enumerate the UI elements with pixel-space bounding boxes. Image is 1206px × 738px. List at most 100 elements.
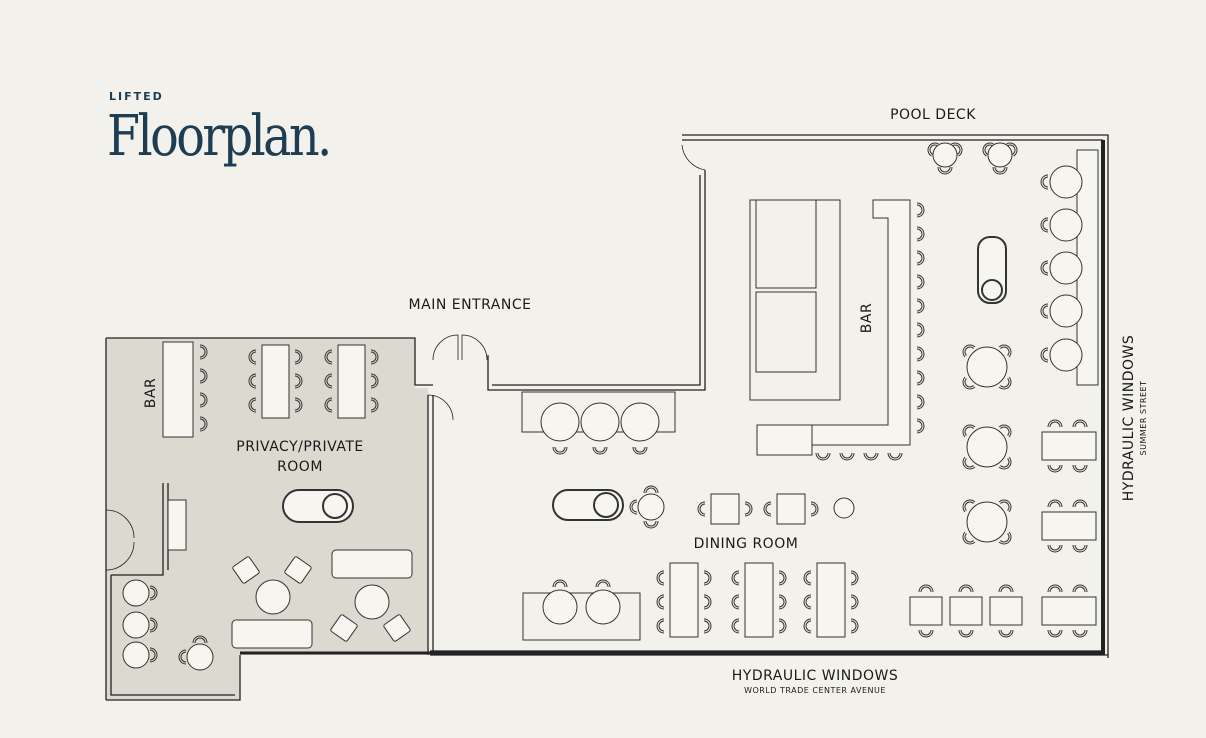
- dining-room-label: DINING ROOM: [694, 536, 799, 552]
- chair-outline: [199, 416, 208, 432]
- left-door-top: [105, 509, 135, 539]
- round-table: [186, 643, 214, 671]
- round-high-table: [1049, 294, 1083, 328]
- chair: [324, 349, 333, 365]
- bar-back-counter: [756, 424, 813, 456]
- chair-outline: [1047, 419, 1063, 428]
- round-table: [966, 346, 1008, 388]
- rect-table: [1041, 431, 1097, 461]
- round-table: [987, 142, 1013, 168]
- chair: [294, 349, 303, 365]
- wall-segment: [106, 337, 433, 386]
- chair-outline: [962, 424, 976, 438]
- chair-outline: [863, 452, 879, 461]
- chair: [731, 618, 740, 634]
- chair: [324, 373, 333, 389]
- chair: [916, 394, 925, 410]
- chair-outline: [916, 274, 925, 290]
- chair: [592, 446, 608, 455]
- chair-outline: [1072, 629, 1088, 638]
- chair: [697, 501, 706, 517]
- armchair: [284, 556, 312, 584]
- chair: [552, 446, 568, 455]
- chair-outline: [744, 501, 753, 517]
- chair-outline: [958, 584, 974, 593]
- chair: [731, 594, 740, 610]
- fireplace-ring: [593, 492, 619, 518]
- chair: [632, 446, 648, 455]
- restroom: [755, 291, 817, 373]
- page-title: Floorplan.: [107, 104, 332, 169]
- chair: [1047, 499, 1063, 508]
- chair-outline: [778, 618, 787, 634]
- chair: [916, 298, 925, 314]
- chair: [998, 531, 1012, 545]
- chair-outline: [962, 499, 976, 513]
- chair-outline: [916, 322, 925, 338]
- chair-outline: [918, 629, 934, 638]
- chair-outline: [998, 531, 1012, 545]
- chair: [149, 647, 158, 663]
- chair-outline: [916, 250, 925, 266]
- entry-notch: [415, 338, 433, 388]
- chair-outline: [918, 584, 934, 593]
- chair: [178, 649, 187, 665]
- chair: [916, 370, 925, 386]
- chair-outline: [1006, 142, 1018, 157]
- chair-outline: [643, 520, 659, 529]
- chair-outline: [916, 202, 925, 218]
- chair-outline: [149, 647, 158, 663]
- armchair: [232, 556, 260, 584]
- chair-outline: [595, 579, 611, 588]
- chair: [962, 499, 976, 513]
- chair-outline: [656, 570, 665, 586]
- chair-outline: [998, 344, 1012, 358]
- chair: [656, 618, 665, 634]
- chair-outline: [703, 618, 712, 634]
- square-table: [989, 596, 1023, 626]
- chair-outline: [815, 452, 831, 461]
- chair: [850, 618, 859, 634]
- console: [167, 499, 187, 551]
- wall-segment: [110, 575, 235, 696]
- round-high-table: [1049, 208, 1083, 242]
- chair: [998, 499, 1012, 513]
- chair: [962, 424, 976, 438]
- chair: [962, 376, 976, 390]
- round-table: [540, 402, 580, 442]
- chair: [916, 202, 925, 218]
- chair-outline: [1072, 419, 1088, 428]
- chair-outline: [178, 649, 187, 665]
- chair: [1047, 584, 1063, 593]
- chair-outline: [778, 570, 787, 586]
- chair: [962, 344, 976, 358]
- chair-outline: [370, 373, 379, 389]
- chair: [656, 594, 665, 610]
- chair-outline: [962, 376, 976, 390]
- chair-outline: [1047, 584, 1063, 593]
- chair-outline: [324, 397, 333, 413]
- armchair: [383, 614, 411, 642]
- chair-outline: [199, 344, 208, 360]
- rect-table: [1041, 511, 1097, 541]
- chair-outline: [927, 142, 939, 157]
- chair-outline: [998, 499, 1012, 513]
- chair-outline: [937, 166, 953, 175]
- chair: [918, 629, 934, 638]
- chair-outline: [370, 349, 379, 365]
- chair-outline: [656, 618, 665, 634]
- wall-segment: [111, 483, 164, 576]
- chair-outline: [1047, 544, 1063, 553]
- chair-outline: [199, 392, 208, 408]
- chair: [927, 142, 939, 157]
- fireplace-ring: [322, 493, 348, 519]
- private-room-label-line2: ROOM: [277, 459, 323, 475]
- round-table: [966, 426, 1008, 468]
- chair-outline: [643, 485, 659, 494]
- lounge-table: [255, 579, 291, 615]
- chair: [810, 501, 819, 517]
- dining-table: [816, 562, 846, 638]
- chair-outline: [778, 594, 787, 610]
- square-table: [949, 596, 983, 626]
- chair: [1047, 464, 1063, 473]
